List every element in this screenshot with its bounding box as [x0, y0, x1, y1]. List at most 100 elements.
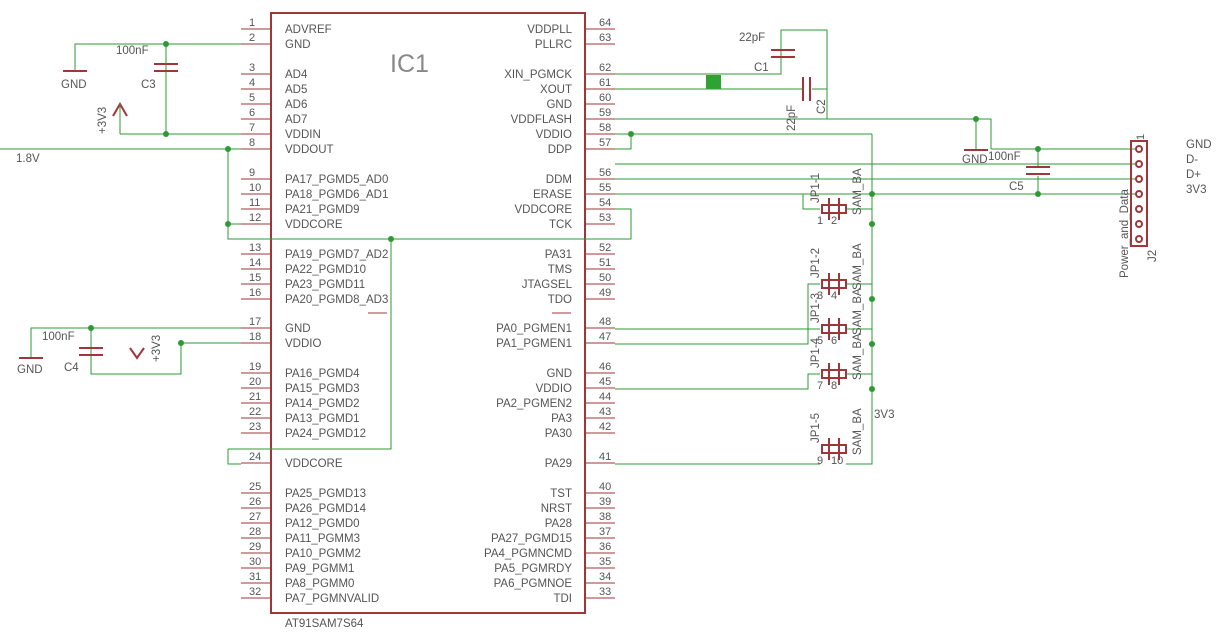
- capacitor-c1[interactable]: 22pF C1: [739, 30, 795, 74]
- capacitor-c3[interactable]: 100nF C3: [116, 44, 178, 91]
- jumper-pin-a: 5: [817, 335, 823, 347]
- pin-name: PA26_PGMD14: [285, 503, 367, 515]
- c4-value: 100nF: [42, 331, 75, 343]
- c4-name: C4: [64, 362, 79, 374]
- jumper-name: JP1-5: [810, 413, 822, 443]
- junction: [869, 221, 875, 227]
- jumper-value: SAM_BA: [852, 333, 864, 380]
- pin-number: 26: [249, 496, 261, 508]
- pin-number: 51: [599, 257, 611, 269]
- pin-number: 60: [599, 92, 611, 104]
- pin-number: 18: [249, 331, 261, 343]
- j2-pin: [1135, 220, 1143, 228]
- j2-value: Power_and_Data: [1119, 189, 1131, 278]
- pin-name: PA3: [551, 413, 572, 425]
- wire-vddcore-54: [227, 208, 632, 240]
- capacitor-c2[interactable]: 22pF C2: [786, 77, 828, 131]
- capacitor-c5[interactable]: 100nF C5: [988, 151, 1050, 193]
- wire-vddcore-12: [227, 149, 241, 225]
- capacitor-c4[interactable]: 100nF C4: [42, 331, 103, 374]
- jumper-value: SAM_BA: [852, 408, 864, 455]
- connector-j2[interactable]: 1 J2 Power_and_Data GND D- D+ 3V3: [1119, 134, 1212, 278]
- pin-number: 62: [599, 62, 611, 74]
- crystal-highlight[interactable]: [706, 75, 721, 89]
- pin-name: VDDIO: [285, 338, 321, 350]
- pin-number: 42: [599, 421, 611, 433]
- gnd-symbol-top: GND: [61, 70, 87, 91]
- ic1-symbol[interactable]: IC1 AT91SAM7S64 1ADVREF2GND3AD44AD55AD66…: [241, 12, 615, 630]
- jumper-pin-b: 4: [831, 290, 837, 302]
- jumper-name: JP1-1: [810, 173, 822, 203]
